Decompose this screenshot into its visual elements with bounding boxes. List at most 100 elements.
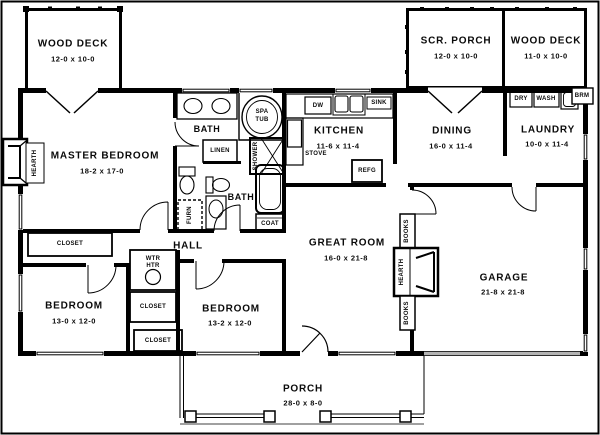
fixture-label-hearth-master: HEARTH: [32, 149, 38, 177]
garage-door: [424, 351, 580, 356]
room-dims-great-room: 16-0 x 21-8: [324, 253, 368, 263]
doors: [45, 90, 537, 353]
room-label-hall: HALL: [173, 240, 203, 252]
fixture-label-closet-hall: CLOSET: [139, 304, 167, 310]
hall-bath-fixtures: [177, 164, 285, 232]
deck-french-door: [45, 90, 99, 114]
room-label-bedroom-middle: BEDROOM: [202, 303, 260, 315]
laundry-garage-door: [511, 186, 537, 212]
kitchen-sink: [332, 93, 366, 116]
kitchen-fixtures: [285, 93, 394, 183]
master-bath-fixtures: [176, 92, 285, 195]
bedroom-middle-door: [195, 260, 225, 290]
fixture-label-wtr: WTR: [145, 256, 161, 262]
room-label-kitchen: KITCHEN: [313, 125, 365, 137]
stove-box: [286, 119, 303, 148]
porch-column: [263, 410, 276, 423]
room-dims-porch: 28-0 x 8-0: [283, 398, 323, 408]
great-room-hearth: [392, 213, 440, 331]
porch-structure: [179, 356, 425, 425]
hall-closet: [129, 291, 177, 323]
kitchen-counter: [285, 93, 394, 119]
porch-column: [319, 410, 332, 423]
broom-closet: [571, 87, 594, 105]
fixture-label-spa: SPA: [255, 109, 269, 115]
fixture-label-dry: DRY: [514, 96, 528, 102]
bookcase-lower: [399, 295, 416, 331]
fixture-label-brm: BRM: [574, 93, 590, 99]
front-door: [301, 325, 329, 353]
porch-french-door: [427, 90, 483, 114]
water-heater: [144, 268, 162, 286]
room-dims-bedroom-left: 13-0 x 12-0: [52, 316, 96, 326]
porch-column: [184, 410, 197, 423]
room-label-scr-porch: SCR. PORCH: [420, 35, 492, 47]
room-dims-bedroom-middle: 13-2 x 12-0: [208, 318, 252, 328]
room-label-master-bath: BATH: [193, 124, 221, 134]
bedroom-closet: [133, 329, 183, 352]
washer-box: [533, 90, 560, 108]
water-heater-closet: [129, 249, 177, 291]
door-openings: [46, 87, 536, 357]
fixture-label-sink: SINK: [371, 100, 387, 106]
coat-closet: [255, 213, 285, 231]
fixture-label-closet-master: CLOSET: [56, 241, 84, 247]
screened-porch: [405, 7, 505, 89]
fixture-label-tub: TUB: [255, 117, 269, 123]
linen-closet: [202, 139, 238, 163]
room-label-master-bedroom: MASTER BEDROOM: [50, 150, 160, 162]
shower: [249, 137, 285, 175]
double-vanity: [176, 92, 238, 120]
fixture-label-furn: FURN: [187, 206, 193, 224]
kitchen-counter-left: [285, 117, 304, 166]
room-label-garage: GARAGE: [479, 272, 529, 284]
room-label-wood-deck-right: WOOD DECK: [510, 35, 582, 47]
dishwasher-box: [304, 96, 332, 115]
bathtub: [255, 164, 285, 214]
dryer-box: [509, 90, 533, 108]
fixture-label-htr: HTR: [146, 263, 160, 269]
fixture-label-closet-bedroom: CLOSET: [144, 338, 172, 344]
vanity-sink: [183, 97, 203, 115]
deck-right: [502, 7, 587, 89]
room-label-porch: PORCH: [282, 383, 324, 395]
laundry-fixtures: [509, 87, 594, 110]
room-dims-dining: 16-0 x 11-4: [429, 141, 473, 151]
furnace-closet: [177, 199, 203, 232]
room-dims-scr-porch: 12-0 x 10-0: [434, 51, 478, 61]
room-dims-master-bedroom: 18-2 x 17-0: [80, 166, 124, 176]
fixture-label-coat: COAT: [261, 221, 279, 227]
fixture-label-dw: DW: [312, 103, 324, 109]
closets: [27, 232, 183, 352]
room-label-great-room: GREAT ROOM: [308, 237, 386, 249]
fixture-label-refg: REFG: [358, 168, 376, 174]
room-label-bedroom-left: BEDROOM: [45, 300, 103, 312]
master-door: [139, 201, 169, 231]
room-dims-wood-deck-right: 11-0 x 10-0: [524, 51, 568, 61]
room-label-hall-bath: BATH: [227, 192, 255, 202]
windows: [18, 88, 588, 356]
fixture-label-stove: STOVE: [305, 151, 327, 157]
garage-entry-door: [411, 189, 437, 215]
room-dims-garage: 21-8 x 21-8: [481, 287, 525, 297]
bath-vanity: [205, 195, 227, 230]
fixture-label-books-upper: BOOKS: [404, 219, 410, 243]
room-dims-kitchen: 11-6 x 11-4: [316, 141, 360, 151]
refrigerator-box: [351, 159, 383, 183]
room-dims-laundry: 10-0 x 11-4: [525, 139, 569, 149]
fixture-label-shower: SHOWER: [253, 141, 259, 171]
fixture-label-wash: WASH: [536, 96, 556, 102]
fixture-label-hearth-great: HEARTH: [399, 258, 405, 286]
bedroom-left-door: [87, 264, 117, 294]
fixture-label-linen: LINEN: [210, 148, 230, 154]
master-bath-door: [174, 121, 200, 147]
room-label-dining: DINING: [432, 125, 472, 137]
fixture-label-books-lower: BOOKS: [404, 301, 410, 325]
hall-bath-door: [213, 204, 241, 232]
room-label-laundry: LAUNDRY: [520, 124, 576, 136]
sink-label-box: [366, 96, 392, 110]
room-label-wood-deck-left: WOOD DECK: [37, 38, 109, 50]
